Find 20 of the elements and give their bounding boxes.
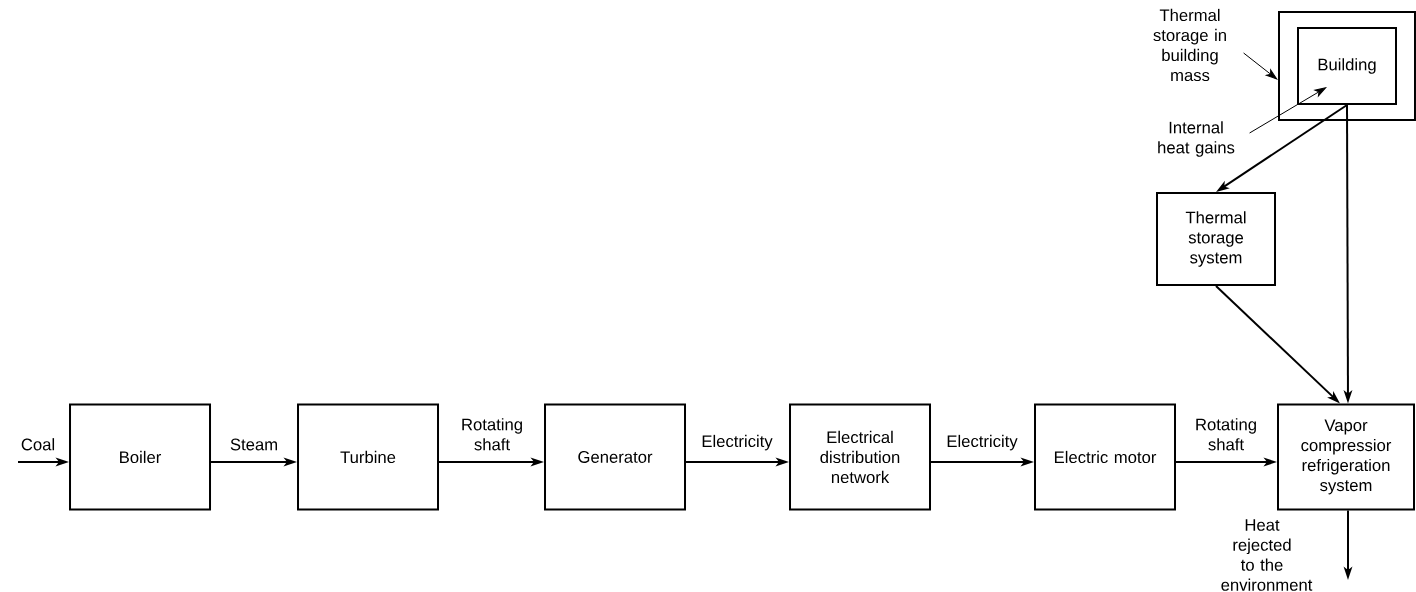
process-box: Generator [544, 403, 686, 511]
edge-label: Steam [230, 438, 277, 451]
process-box: Turbine [297, 403, 439, 511]
edge-label: Coal [21, 438, 55, 451]
process-box: Electrical distribution network [789, 403, 931, 511]
process-box: Boiler [69, 403, 211, 511]
process-box: Vapor compressior refrigeration system [1277, 403, 1415, 511]
edge-label: Heat rejected to the environment [1221, 519, 1313, 591]
outer-box [1278, 11, 1416, 121]
callout-text: Thermal storage in building mass [1153, 8, 1226, 82]
process-box: Electric motor [1034, 403, 1176, 511]
edge-label: Electricity [702, 434, 773, 451]
process-box: Building [1297, 27, 1397, 105]
edge-label: Rotating shaft [1196, 418, 1256, 451]
edge-label: Rotating shaft [462, 418, 522, 451]
leader-line [1249, 87, 1327, 134]
process-box: Thermal storage system [1156, 192, 1276, 286]
callout-text: Internal heat gains [1158, 121, 1235, 157]
leader-line [1243, 52, 1278, 80]
edge-label: Electricity [947, 434, 1018, 451]
